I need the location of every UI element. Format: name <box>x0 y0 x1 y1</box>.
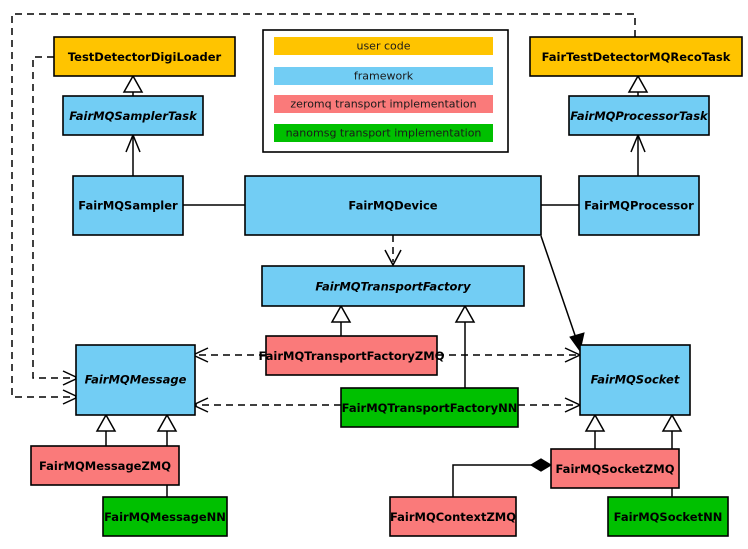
edge-sampler-to-samplertask <box>125 133 141 176</box>
legend-item-zeromq: zeromq transport implementation <box>274 95 493 113</box>
edge-messagezmq-generalization <box>95 413 117 446</box>
node-fairmq-processor-task[interactable]: FairMQProcessorTask <box>568 95 710 136</box>
node-fairmq-message[interactable]: FairMQMessage <box>75 344 196 416</box>
edge-device-to-transportfactory <box>384 235 402 267</box>
node-fairmq-message-zmq[interactable]: FairMQMessageZMQ <box>30 445 180 486</box>
edge-recotask-generalization <box>627 74 649 96</box>
legend-item-user-code: user code <box>274 37 493 55</box>
node-fairmq-device[interactable]: FairMQDevice <box>244 175 542 236</box>
node-fairtestdetector-mq-reco-task[interactable]: FairTestDetectorMQRecoTask <box>529 36 743 77</box>
node-test-detector-digi-loader[interactable]: TestDetectorDigiLoader <box>53 36 236 77</box>
edge-processor-to-processortask <box>630 133 646 176</box>
node-fairmq-socket[interactable]: FairMQSocket <box>579 344 691 416</box>
edge-factorynn-generalization <box>454 304 476 388</box>
node-fairmq-socket-zmq[interactable]: FairMQSocketZMQ <box>550 448 680 489</box>
legend-item-framework: framework <box>274 67 493 85</box>
edge-contextzmq-composition <box>452 458 553 497</box>
legend-item-nanomsg: nanomsg transport implementation <box>274 124 493 142</box>
node-fairmq-processor[interactable]: FairMQProcessor <box>578 175 700 236</box>
node-fairmq-transport-factory-nn[interactable]: FairMQTransportFactoryNN <box>340 387 519 428</box>
edge-factoryzmq-to-message <box>191 347 266 363</box>
node-fairmq-socket-nn[interactable]: FairMQSocketNN <box>607 496 729 537</box>
edge-digiloader-generalization <box>122 74 144 96</box>
edge-factoryzmq-to-socket <box>437 347 582 363</box>
edge-factorynn-to-socket <box>518 397 582 413</box>
node-fairmq-sampler-task[interactable]: FairMQSamplerTask <box>62 95 204 136</box>
node-fairmq-context-zmq[interactable]: FairMQContextZMQ <box>389 496 517 537</box>
node-fairmq-transport-factory[interactable]: FairMQTransportFactory <box>261 265 525 307</box>
node-fairmq-message-nn[interactable]: FairMQMessageNN <box>102 496 228 537</box>
edge-device-to-socket <box>540 235 585 353</box>
edge-socketzmq-generalization <box>584 413 606 449</box>
edge-factorynn-to-message <box>191 397 341 413</box>
edge-factoryzmq-generalization <box>330 304 352 336</box>
node-fairmq-transport-factory-zmq[interactable]: FairMQTransportFactoryZMQ <box>258 335 445 376</box>
node-fairmq-sampler[interactable]: FairMQSampler <box>72 175 184 236</box>
legend: user code framework zeromq transport imp… <box>262 29 509 153</box>
